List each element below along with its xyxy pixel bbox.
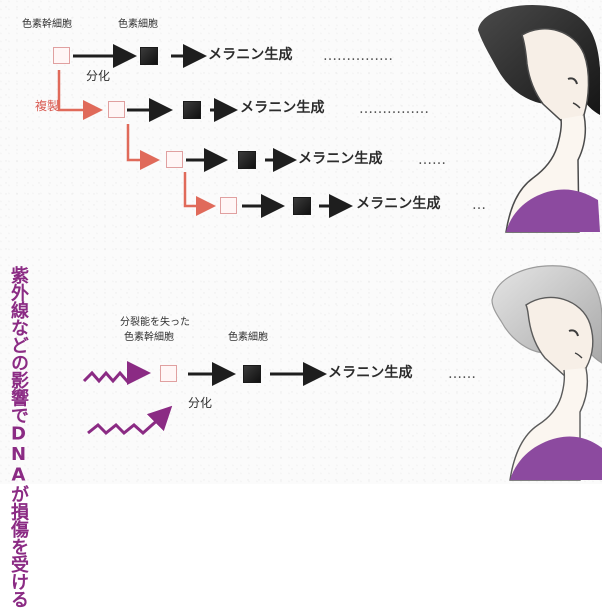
label-lost-division-line2: 色素幹細胞 [124, 332, 174, 343]
pigment-cell-bottom [243, 365, 261, 383]
replication-line-3 [183, 172, 216, 216]
pigment-cell-top [140, 47, 158, 65]
stem-cell-top [53, 47, 70, 64]
label-pigment-cell-top: 色素細胞 [118, 19, 158, 30]
pigment-cell-row4 [293, 197, 311, 215]
dots-row4: … [472, 197, 486, 213]
uv-wave-icon [82, 361, 173, 436]
replication-line-1 [57, 70, 103, 120]
melanin-text-row2: メラニン生成 [240, 100, 325, 116]
melanin-text-top: メラニン生成 [208, 47, 293, 63]
replication-line-2 [126, 124, 160, 170]
dots-bottom: …… [448, 366, 476, 382]
diagram-graphics [57, 4, 602, 481]
label-stem-cell-top: 色素幹細胞 [22, 19, 72, 30]
melanin-text-bottom: メラニン生成 [328, 365, 413, 381]
dots-row2: …………… [359, 101, 429, 117]
label-differentiation-top: 分化 [86, 69, 111, 83]
stem-cell-bottom [160, 365, 177, 382]
dots-top: …………… [323, 48, 393, 64]
stem-cell-row3 [166, 151, 183, 168]
dots-row3: …… [418, 152, 446, 168]
label-replication: 複製 [35, 99, 60, 113]
uv-dna-damage-vertical-text: 紫外線などの影響でDNAが損傷を受ける [8, 266, 29, 608]
label-differentiation-bottom: 分化 [188, 396, 213, 410]
label-lost-division-line1: 分裂能を失った [120, 317, 190, 328]
woman-gray-hair-icon [491, 265, 602, 481]
melanin-text-row4: メラニン生成 [356, 196, 441, 212]
stem-cell-row4 [220, 197, 237, 214]
woman-dark-hair-icon [478, 4, 600, 233]
pigment-cell-row2 [183, 101, 201, 119]
melanin-text-row3: メラニン生成 [298, 151, 383, 167]
pigment-cell-row3 [238, 151, 256, 169]
stem-cell-row2 [108, 101, 125, 118]
label-pigment-cell-bottom: 色素細胞 [228, 332, 268, 343]
